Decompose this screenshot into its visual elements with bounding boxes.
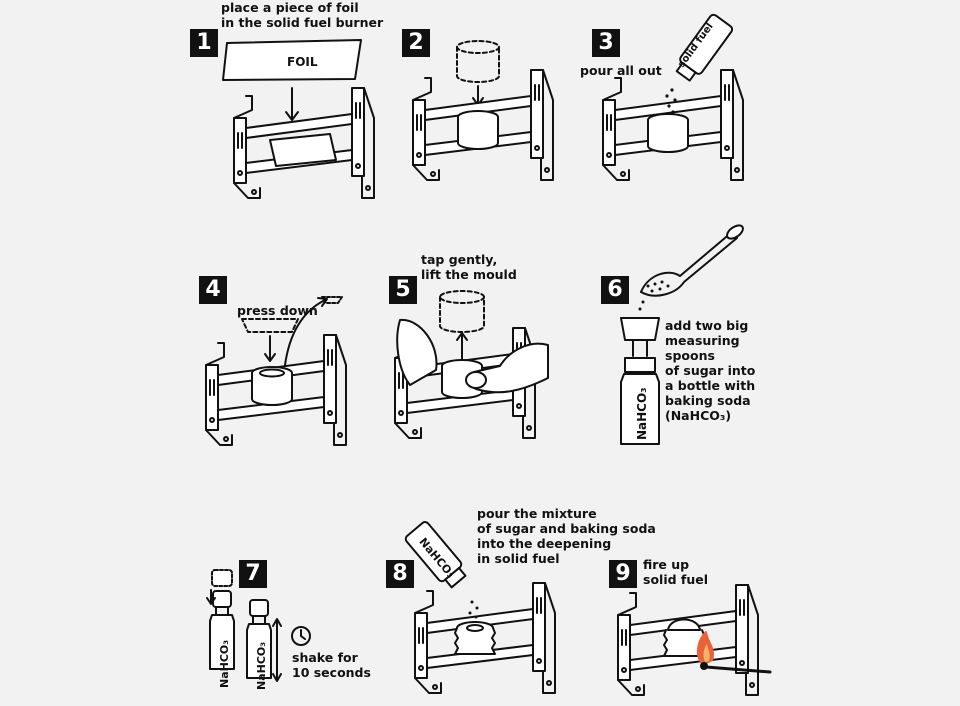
- step-8-instruction: pour the mixture of sugar and baking sod…: [477, 506, 656, 566]
- step-9-instruction: fire up solid fuel: [643, 557, 708, 587]
- step-7-badge: 7: [239, 560, 267, 588]
- step-8-line: pour the mixture: [477, 506, 597, 521]
- step-3-badge: 3: [592, 29, 620, 57]
- lift-arrow: [284, 297, 328, 366]
- step-9-line: solid fuel: [643, 572, 708, 587]
- step-6-badge: 6: [601, 276, 629, 304]
- step-3-illustration: solid fuel: [602, 13, 744, 181]
- bottle-label: NaHCO₃: [218, 640, 231, 688]
- step-1-line: in the solid fuel burner: [221, 15, 384, 30]
- step-5-line: lift the mould: [421, 267, 517, 282]
- up-arrow: [456, 332, 468, 361]
- pouring-granules: [665, 88, 677, 114]
- sugar: [638, 280, 670, 311]
- bottle-label: NaHCO₃: [255, 642, 268, 690]
- nahco3-bottle: NaHCO₃: [404, 521, 467, 589]
- small-plate-dashed: [321, 296, 343, 304]
- shake-arrow: [272, 618, 282, 682]
- step-5-badge: 5: [389, 276, 417, 304]
- pouring-mixture: [468, 600, 479, 619]
- foil-label: FOIL: [287, 55, 318, 69]
- step-6-line: baking soda: [665, 393, 751, 408]
- step-6-line: add two big: [665, 318, 749, 333]
- down-arrow: [285, 87, 299, 121]
- press-plate-dashed: [241, 318, 299, 333]
- left-hand: [396, 318, 438, 386]
- step-8-illustration: NaHCO₃: [404, 521, 556, 694]
- step-6-line: a bottle with: [665, 378, 756, 393]
- step-6-instruction: add two big measuring spoons of sugar in…: [665, 318, 755, 423]
- step-1-illustration: FOIL: [222, 39, 375, 199]
- step-6-line: spoons: [665, 348, 715, 363]
- step-4-instruction: press down: [237, 303, 318, 318]
- step-4-badge: 4: [199, 276, 227, 304]
- timer-icon: [291, 626, 311, 646]
- step-7-instruction: shake for 10 seconds: [292, 650, 371, 680]
- bottle-label: NaHCO₃: [635, 388, 649, 440]
- step-2-illustration: [412, 40, 554, 181]
- foil-in-burner: [269, 133, 337, 167]
- step-6-line: (NaHCO₃): [665, 408, 732, 423]
- down-arrow: [264, 335, 276, 362]
- funnel: [620, 317, 660, 341]
- step-4-line: press down: [237, 303, 318, 318]
- step-8-line: in solid fuel: [477, 551, 560, 566]
- step-1-line: place a piece of foil: [221, 0, 359, 15]
- fuel-tablet: [647, 113, 689, 153]
- step-1-badge: 1: [190, 29, 218, 57]
- step-7-line: 10 seconds: [292, 665, 371, 680]
- step-3-line: pour all out: [580, 63, 662, 78]
- step-5-line: tap gently,: [421, 252, 498, 267]
- spoon-tip: [726, 224, 744, 240]
- foil-sheet: [222, 39, 362, 81]
- cap-dashed: [211, 569, 233, 587]
- step-6-illustration: NaHCO₃: [620, 224, 744, 445]
- spoon-handle: [640, 237, 738, 297]
- bottle: [620, 373, 660, 445]
- step-8-line: into the deepening: [477, 536, 612, 551]
- step-5-instruction: tap gently, lift the mould: [421, 252, 517, 282]
- step-3-instruction: pour all out: [580, 63, 662, 78]
- step-8-badge: 8: [386, 560, 414, 588]
- step-5-illustration: [394, 290, 549, 439]
- fuel-tablet: [251, 366, 293, 406]
- step-4-illustration: [205, 296, 347, 446]
- step-9-line: fire up: [643, 557, 690, 572]
- spoon-handle: [640, 231, 733, 293]
- step-9-illustration: [617, 584, 772, 696]
- mould-dashed: [439, 290, 485, 333]
- step-6-line: measuring: [665, 333, 740, 348]
- step-2-badge: 2: [402, 29, 430, 57]
- fuel-tablet: [457, 110, 499, 150]
- step-9-badge: 9: [609, 560, 637, 588]
- fuel-tablet-ridged: [663, 618, 705, 657]
- step-7-illustration: NaHCO₃ NaHCO₃: [206, 569, 311, 690]
- step-7-line: shake for: [292, 650, 358, 665]
- step-6-line: of sugar into: [665, 363, 756, 378]
- step-8-line: of sugar and baking soda: [477, 521, 656, 536]
- sugar-mound: [667, 618, 701, 631]
- fuel-tablet-ridged: [454, 621, 496, 655]
- step-1-instruction: place a piece of foil in the solid fuel …: [221, 0, 383, 30]
- mould-dashed: [456, 40, 500, 83]
- match: [704, 665, 772, 674]
